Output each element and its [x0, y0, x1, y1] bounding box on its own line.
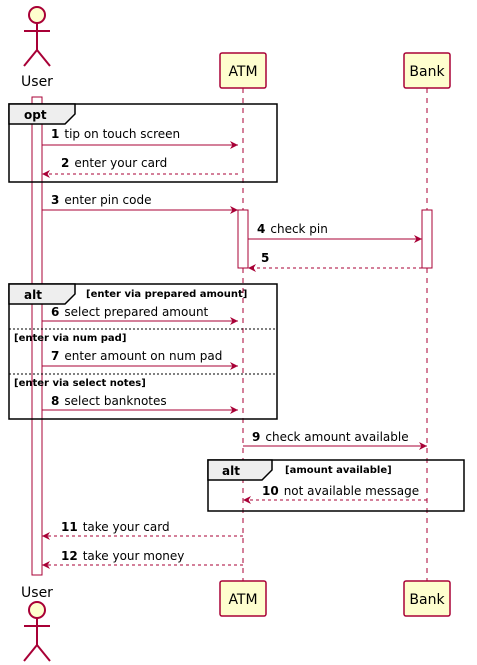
message-label: take your money: [83, 549, 185, 563]
participant-label: ATM: [228, 64, 257, 80]
user-activation-bar: [31, 96, 43, 576]
message-11: 11 take your card: [42, 520, 243, 540]
message-1: 1 tip on touch screen: [42, 127, 238, 149]
message-12: 12 take your money: [42, 549, 243, 569]
opt-fragment-title: opt: [24, 108, 47, 122]
message-8: 8 select banknotes: [42, 394, 238, 414]
message-label: tip on touch screen: [64, 127, 180, 141]
alt-fragment-title: alt: [222, 464, 240, 478]
message-number: 8: [51, 394, 59, 408]
message-7: 7 enter amount on num pad: [42, 349, 238, 370]
atm-participant-bottom: ATM: [219, 580, 267, 617]
alt-condition-amount-available: [amount available]: [285, 465, 392, 476]
alt-condition-prepared-amount: [enter via prepared amount]: [86, 289, 247, 300]
message-9: 9 check amount available: [243, 430, 427, 450]
bank-activation-bar: [421, 209, 433, 269]
bank-participant-top: Bank: [403, 52, 451, 89]
message-10: 10 not available message: [243, 484, 427, 504]
atm-activation-bar: [237, 209, 249, 269]
message-number: 2: [61, 156, 69, 170]
alt-condition-num-pad: [enter via num pad]: [14, 333, 126, 344]
alt-fragment-title: alt: [24, 288, 42, 302]
user-actor-top: User: [21, 6, 53, 90]
svg-text:5: 5: [261, 251, 269, 265]
user-actor-bottom: User: [21, 585, 53, 662]
message-6: 6 select prepared amount: [42, 305, 238, 325]
message-label: select banknotes: [64, 394, 166, 408]
message-label: not available message: [284, 484, 419, 498]
message-number: 6: [51, 305, 59, 319]
message-number: 12: [61, 549, 78, 563]
alt-fragment-entry-method: alt [enter via prepared amount] [enter v…: [8, 283, 278, 420]
message-label: check amount available: [265, 430, 408, 444]
message-4: 4 check pin: [248, 222, 422, 243]
message-3: 3 enter pin code: [42, 193, 238, 214]
message-number: 10: [262, 484, 279, 498]
message-5: 5: [248, 251, 422, 272]
participant-label: ATM: [228, 592, 257, 608]
message-label: check pin: [270, 222, 328, 236]
message-number: 1: [51, 127, 59, 141]
atm-participant-top: ATM: [219, 52, 267, 89]
message-number: 7: [51, 349, 59, 363]
message-label: enter your card: [74, 156, 167, 170]
alt-condition-select-notes: [enter via select notes]: [14, 378, 146, 389]
message-number: 3: [51, 193, 59, 207]
message-number: 11: [61, 520, 78, 534]
opt-fragment: opt: [8, 103, 278, 183]
message-label: enter pin code: [64, 193, 151, 207]
participant-label: User: [21, 74, 53, 90]
participant-label: Bank: [409, 592, 445, 608]
message-label: select prepared amount: [64, 305, 208, 319]
participant-label: Bank: [409, 64, 445, 80]
message-2: 2 enter your card: [42, 156, 238, 178]
message-number: 9: [252, 430, 260, 444]
alt-fragment-amount-available: alt [amount available]: [207, 459, 465, 512]
message-label: enter amount on num pad: [64, 349, 222, 363]
bank-participant-bottom: Bank: [403, 580, 451, 617]
participant-label: User: [21, 585, 53, 601]
message-number: 4: [257, 222, 265, 236]
message-number: 5: [261, 251, 269, 265]
message-label: take your card: [83, 520, 170, 534]
actor-icon: [23, 6, 51, 67]
actor-icon: [23, 601, 51, 662]
